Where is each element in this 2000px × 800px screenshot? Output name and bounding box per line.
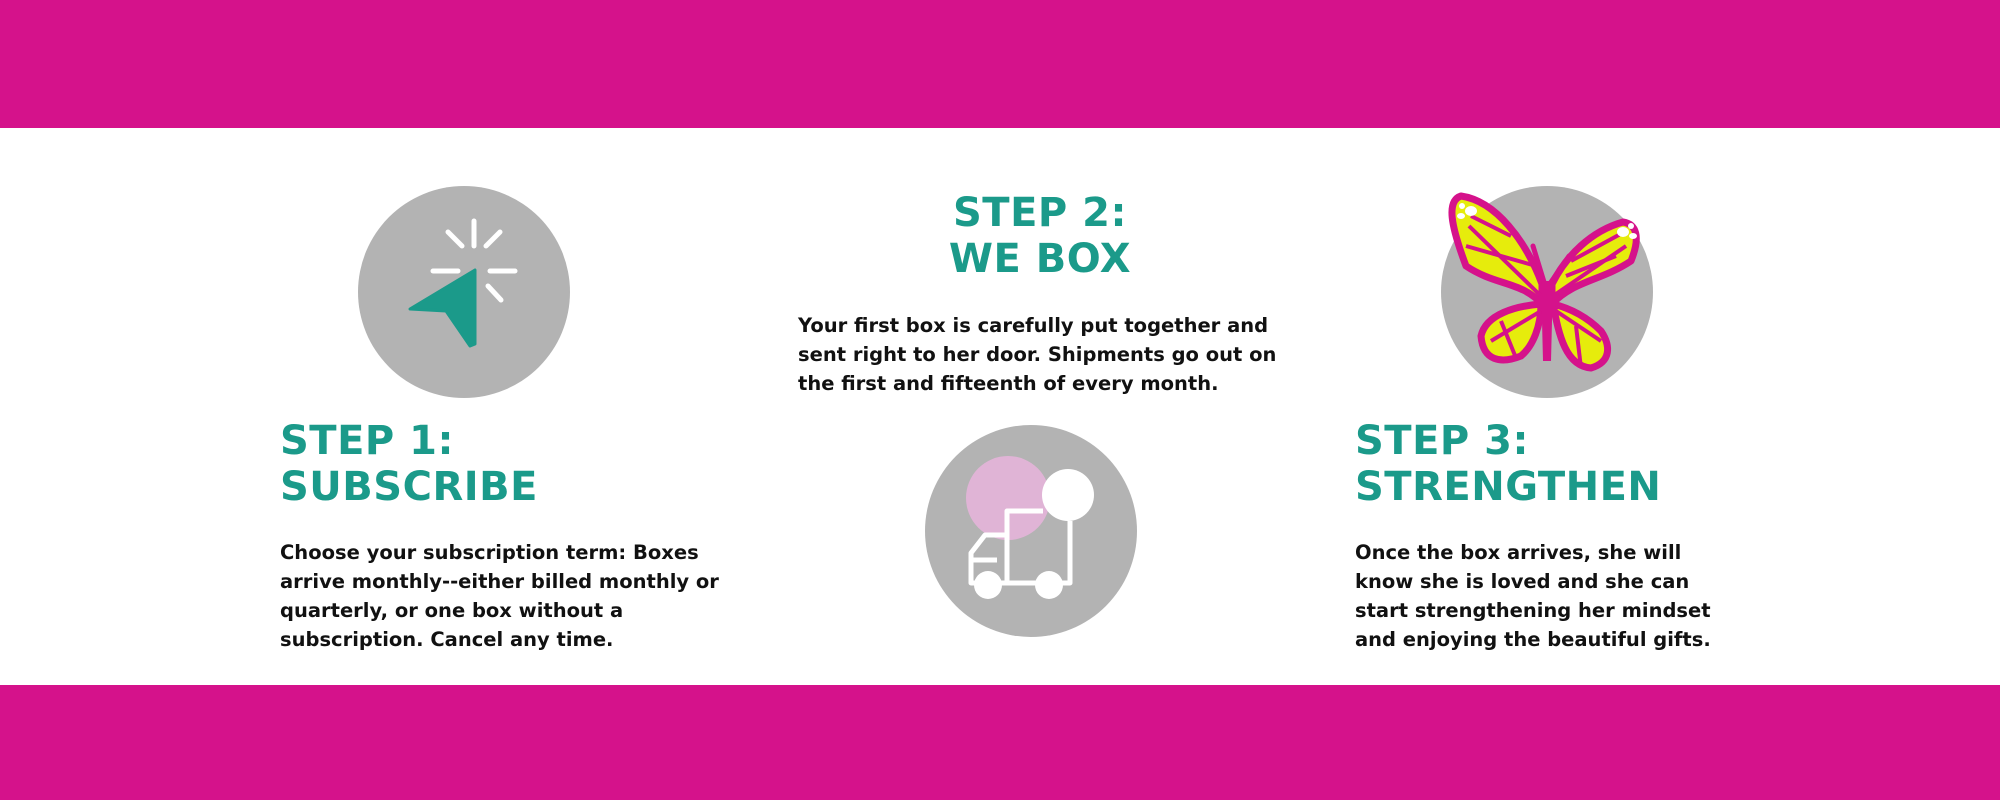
step1-title-line2: SUBSCRIBE: [280, 464, 538, 510]
step2-title-line1: STEP 2:: [953, 190, 1127, 236]
step3-title-line1: STEP 3:: [1355, 418, 1529, 464]
step1-icon-circle: [358, 186, 570, 398]
step3-description: Once the box arrives, she will know she …: [1355, 541, 1711, 651]
step2-title: STEP 2: WE BOX: [840, 190, 1240, 282]
cursor-click-icon: [408, 218, 518, 348]
step2-icon-circle: [925, 425, 1137, 637]
step1-description: Choose your subscription term: Boxes arr…: [280, 541, 719, 651]
delivery-truck-icon: [966, 456, 1094, 599]
step1-title: STEP 1: SUBSCRIBE: [280, 418, 538, 510]
step3-title-line2: STRENGTHEN: [1355, 464, 1662, 510]
bottom-banner: [0, 685, 2000, 800]
step2-description: Your first box is carefully put together…: [798, 314, 1277, 395]
step3-icon-circle: [1441, 186, 1653, 398]
step2-title-line2: WE BOX: [948, 236, 1132, 282]
step1-title-line1: STEP 1:: [280, 418, 454, 464]
top-banner: [0, 0, 2000, 128]
step3-title: STEP 3: STRENGTHEN: [1355, 418, 1661, 510]
butterfly-icon: [1448, 192, 1640, 372]
